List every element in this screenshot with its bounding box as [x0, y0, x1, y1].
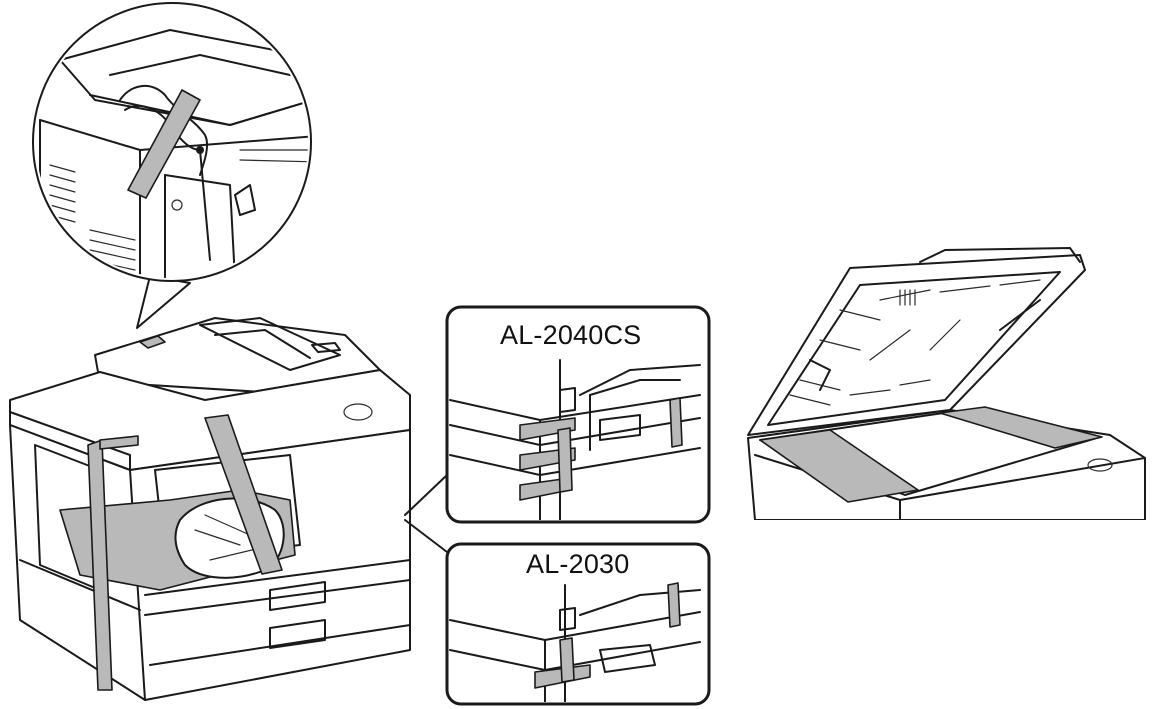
- callout-box-al2030: [445, 542, 711, 706]
- model-label-al2030: AL-2030: [526, 549, 630, 579]
- callout-box-al2040cs: [445, 305, 711, 524]
- magnified-detail-circle: [32, 2, 312, 329]
- scanner-open-lid: [747, 247, 1146, 520]
- model-label-al2040cs: AL-2040CS: [500, 320, 642, 350]
- copier-main-unit: [9, 317, 448, 701]
